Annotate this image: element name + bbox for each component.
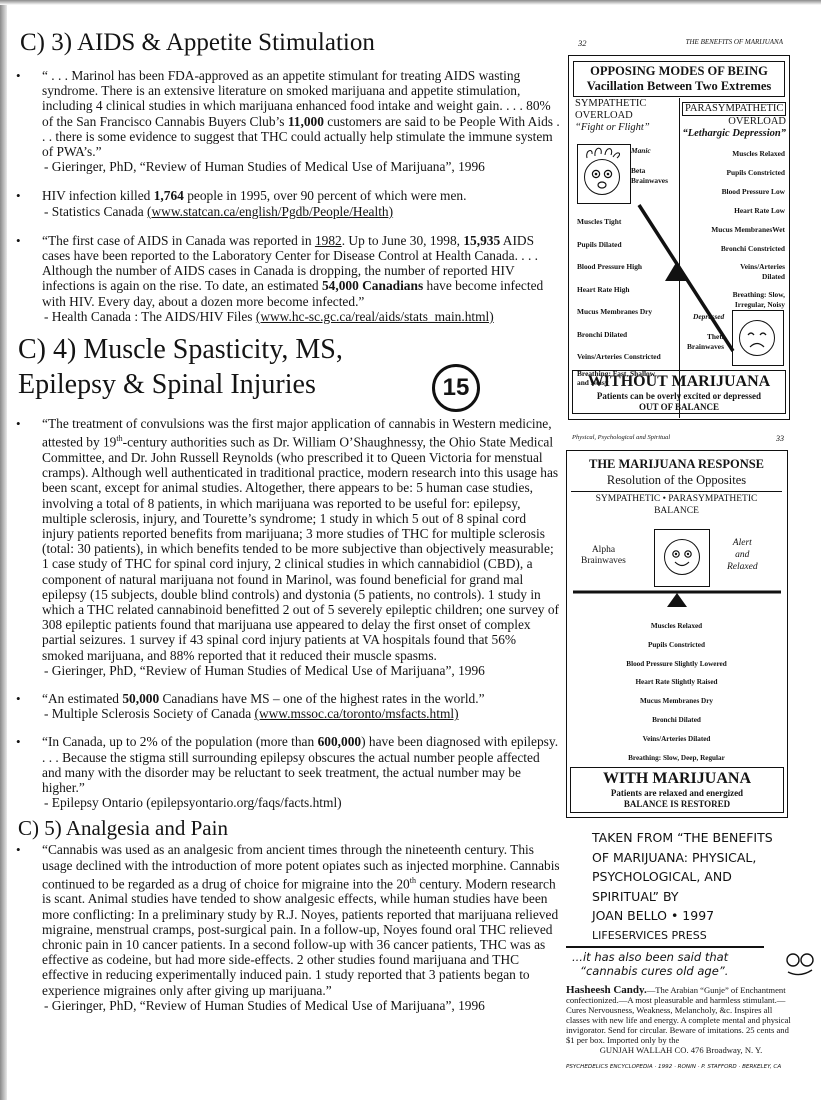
- list-item: • “The first case of AIDS in Canada was …: [14, 233, 560, 324]
- citation: - Gieringer, PhD, “Review of Human Studi…: [44, 159, 485, 175]
- list-item: • HIV infection killed 1,764 people in 1…: [14, 188, 560, 218]
- page-number-badge: 15: [432, 364, 480, 412]
- glasses-doodle-icon: [786, 953, 814, 976]
- list-item: • “An estimated 50,000 Canadians have MS…: [14, 691, 560, 721]
- list-item: • “In Canada, up to 2% of the population…: [16, 734, 559, 811]
- handwritten-note: TAKEN FROM “THE BENEFITS OF MARIJUANA: P…: [592, 830, 773, 942]
- balanced-symptoms: Muscles Relaxed Pupils Constricted Blood…: [626, 622, 727, 762]
- face-panel: [654, 529, 710, 587]
- seesaw-diagram: [637, 204, 735, 352]
- parasympathetic-heading: PARASYMPATHETIC OVERLOAD “Lethargic Depr…: [682, 102, 787, 139]
- list-item: • “The treatment of convulsions was the …: [16, 416, 559, 678]
- bullet: •: [16, 232, 21, 248]
- alpha-label: Alpha Brainwaves: [581, 545, 626, 566]
- bullet: •: [16, 690, 21, 706]
- without-marijuana-caption: WITHOUT MARIJUANA Patients can be overly…: [572, 370, 786, 414]
- figure-title: OPPOSING MODES OF BEING Vacillation Betw…: [573, 61, 785, 97]
- left-column: C) 3) AIDS & Appetite Stimulation • “ . …: [14, 28, 560, 1013]
- marijuana-response-figure: THE MARIJUANA RESPONSE Resolution of the…: [566, 450, 788, 818]
- with-marijuana-caption: WITH MARIJUANA Patients are relaxed and …: [570, 767, 784, 813]
- sympathetic-symptoms: Muscles Tight Pupils Dilated Blood Press…: [577, 217, 661, 387]
- bullet: •: [16, 416, 21, 432]
- divider: [679, 98, 680, 418]
- citation: - Epilepsy Ontario (epilepsyontario.org/…: [44, 795, 342, 811]
- scan-edge-left: [0, 0, 7, 1100]
- face-panel: [577, 144, 631, 204]
- depressed-face-icon: [739, 320, 775, 356]
- parasympathetic-symptoms: Muscles Relaxed Pupils Constricted Blood…: [711, 149, 785, 309]
- balance-beam: [573, 590, 781, 607]
- hasheesh-candy-ad: Hasheesh Candy.—The Arabian “Gunje” of E…: [566, 984, 791, 1071]
- opposing-modes-figure: OPPOSING MODES OF BEING Vacillation Betw…: [568, 55, 790, 420]
- page32-header: 32 THE BENEFITS OF MARIJUANA: [578, 38, 783, 48]
- source-link[interactable]: (www.hc-sc.gc.ca/real/aids/stats_main.ht…: [255, 308, 494, 324]
- citation: - Multiple Sclerosis Society of Canada (…: [44, 706, 459, 722]
- bullet: •: [16, 68, 21, 83]
- citation: - Gieringer, PhD, “Review of Human Studi…: [44, 662, 485, 678]
- smiling-face-icon: [664, 539, 700, 575]
- citation: - Statistics Canada (www.statcan.ca/engl…: [44, 203, 394, 219]
- divider: [566, 946, 764, 948]
- list-item: • “Cannabis was used as an analgesic fro…: [16, 842, 560, 1013]
- page33-header: Physical, Psychological and Spiritual 33: [572, 434, 784, 443]
- hair-icon: [583, 144, 623, 165]
- section-title-analgesia: C) 5) Analgesia and Pain: [18, 816, 228, 841]
- sympathetic-heading: SYMPATHETIC OVERLOAD “Fight or Flight”: [575, 98, 650, 133]
- alert-relaxed-label: Alert and Relaxed: [727, 538, 758, 572]
- list-item: • “ . . . Marinol has been FDA-approved …: [16, 68, 560, 175]
- muscle-list: • “The treatment of convulsions was the …: [14, 416, 560, 810]
- analgesia-list: • “Cannabis was used as an analgesic fro…: [14, 842, 560, 1013]
- citation: - Gieringer, PhD, “Review of Human Studi…: [44, 997, 485, 1013]
- bullet: •: [16, 734, 21, 750]
- divider: [571, 491, 782, 492]
- balance-label: SYMPATHETIC • PARASYMPATHETIC BALANCE: [595, 494, 758, 516]
- handwritten-quote: ...it has also been said that “cannabis …: [572, 950, 729, 978]
- citation: - Health Canada : The AIDS/HIV Files (ww…: [44, 308, 494, 324]
- section-title-aids: C) 3) AIDS & Appetite Stimulation: [20, 29, 375, 56]
- bullet: •: [16, 188, 21, 204]
- manic-face-icon: [584, 159, 620, 195]
- bullet: •: [16, 842, 21, 858]
- source-link[interactable]: (www.statcan.ca/english/Pgdb/People/Heal…: [147, 203, 394, 219]
- aids-list: • “ . . . Marinol has been FDA-approved …: [14, 68, 560, 324]
- figure-title: THE MARIJUANA RESPONSE Resolution of the…: [588, 457, 765, 487]
- source-link[interactable]: (www.mssoc.ca/toronto/msfacts.html): [254, 706, 459, 722]
- scan-edge-top: [0, 0, 821, 5]
- section-title-muscle: C) 4) Muscle Spasticity, MS, Epilepsy & …: [18, 334, 343, 401]
- face-panel: [732, 310, 784, 366]
